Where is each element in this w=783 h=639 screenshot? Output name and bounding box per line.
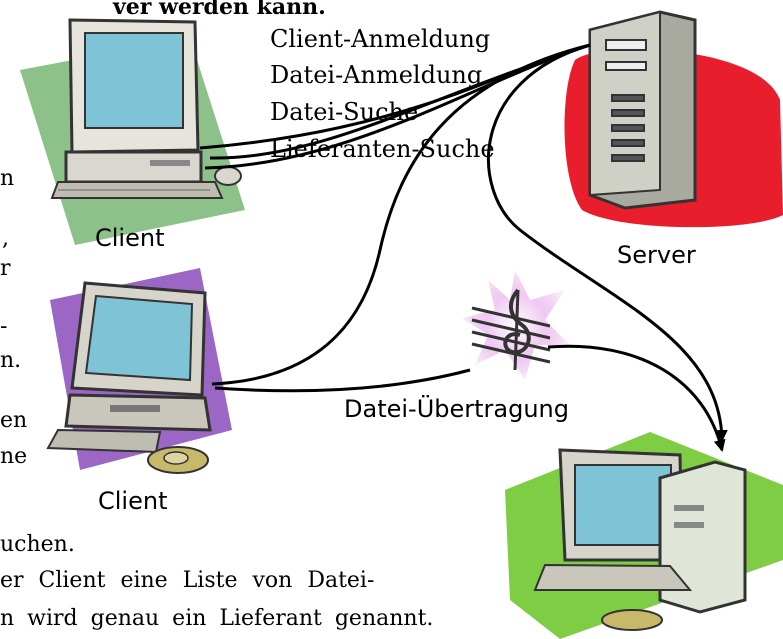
client-bottom-computer-icon [46, 268, 232, 474]
server-tower-icon [564, 10, 783, 228]
message-lieferanten-suche: Lieferanten-Suche [270, 135, 495, 163]
bottom-text-line-1: uchen. [0, 532, 75, 557]
left-text-fragment-3: r [0, 256, 11, 281]
client-bottom-label: Client [98, 487, 168, 515]
message-datei-anmeldung: Datei-Anmeldung [270, 61, 483, 89]
left-text-fragment-6: en [0, 408, 28, 433]
top-text-fragment: ver werden kann. [113, 0, 326, 20]
line-transfer-right [547, 344, 726, 452]
client-top-label: Client [95, 224, 165, 252]
line-bottom-client-server [211, 43, 591, 386]
client-right-computer-icon [505, 432, 783, 639]
line-server-right-client [486, 43, 728, 442]
left-text-fragment-7: ne [0, 444, 28, 469]
server-label: Server [617, 241, 696, 269]
music-note-icon [462, 270, 570, 380]
left-text-fragment-4: - [0, 314, 8, 339]
message-client-anmeldung: Client-Anmeldung [270, 25, 491, 53]
left-text-fragment-5: n. [0, 348, 22, 373]
line-transfer-left [214, 368, 471, 393]
client-top-computer-icon [20, 18, 245, 245]
message-datei-suche: Datei-Suche [270, 98, 419, 126]
line-top-client-server-3 [204, 43, 591, 170]
left-text-fragment-1: n [0, 166, 15, 191]
transfer-label: Datei-Übertragung [344, 395, 569, 423]
bottom-text-line-3: n wird genau ein Lieferant genannt. [0, 606, 434, 631]
bottom-text-line-2: er Client eine Liste von Datei- [0, 568, 375, 593]
connection-lines [199, 43, 728, 452]
left-text-fragment-2: , [2, 226, 9, 251]
